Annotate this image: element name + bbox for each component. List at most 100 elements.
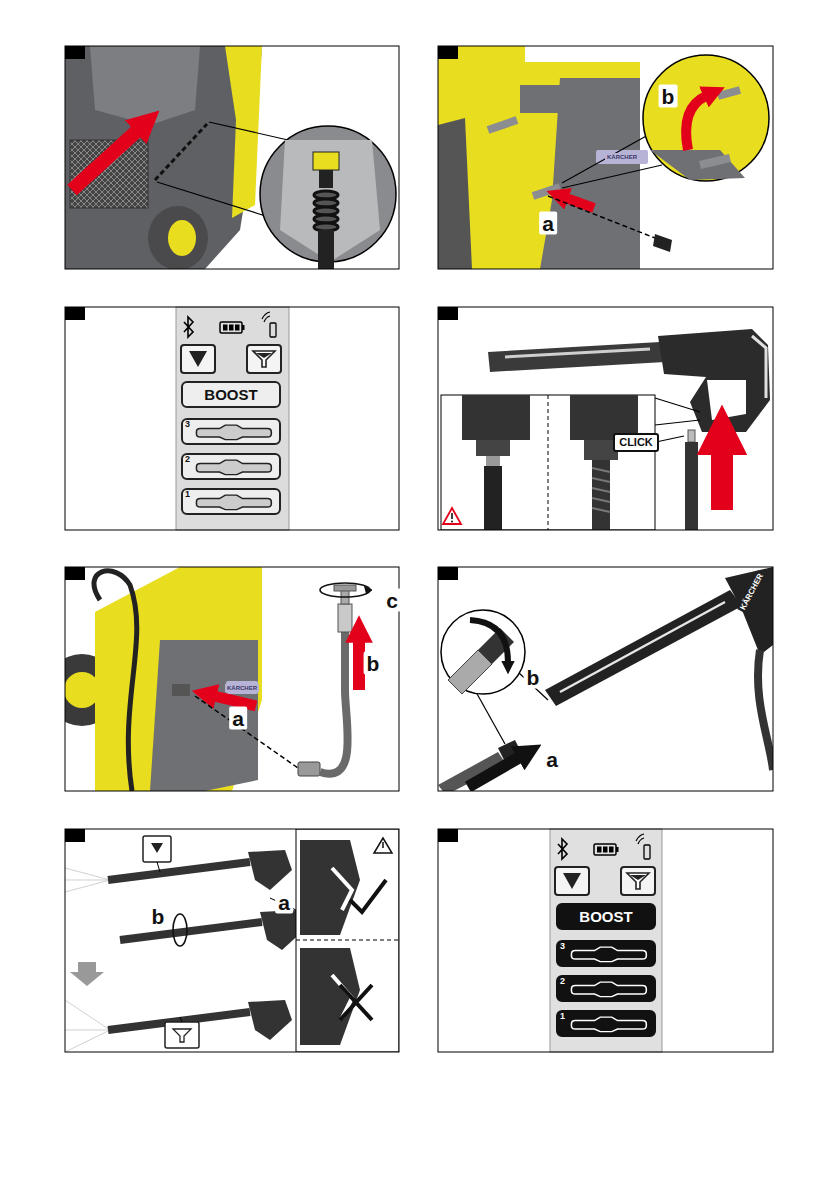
gun-click-figure <box>443 508 461 524</box>
spray-lance-figure <box>441 610 525 694</box>
lozenge-shape <box>183 490 279 513</box>
accessory-holder-figure <box>643 55 769 181</box>
lozenge-shape <box>183 455 279 478</box>
spray-lance-figure <box>470 620 508 662</box>
water-supply-figure <box>338 604 352 632</box>
water-supply-figure <box>320 583 370 597</box>
button-label: BOOST <box>579 909 632 924</box>
click-callout: CLICK <box>613 433 659 452</box>
spray-setting-figure <box>173 1029 191 1042</box>
hose-holder-figure <box>65 46 396 269</box>
panel-frame <box>65 307 399 530</box>
accessory-holder-figure <box>533 187 560 196</box>
spray-setting-figure <box>65 1030 110 1052</box>
panel-frame <box>438 307 773 530</box>
accessory-holder-figure <box>718 90 740 96</box>
spray-setting-figure <box>65 1000 110 1030</box>
display-panel <box>189 351 207 367</box>
display-panel <box>262 312 270 322</box>
hose-holder-figure <box>157 182 272 218</box>
spray-setting-figure <box>173 914 187 946</box>
water-supply-figure <box>65 567 372 791</box>
hose-holder-figure <box>90 46 200 125</box>
hose-holder-figure <box>155 124 207 180</box>
gun-click-figure <box>451 521 453 523</box>
level-button: 1 <box>556 1010 656 1037</box>
step-letter: a <box>229 707 247 730</box>
accessory-holder-figure <box>438 46 769 269</box>
lozenge-shape <box>571 1017 646 1031</box>
level-number: 1 <box>560 1012 565 1021</box>
hose-holder-figure <box>314 191 338 231</box>
spray-setting-figure <box>248 1000 292 1040</box>
accessory-holder-figure <box>438 118 472 269</box>
accessory-holder-figure <box>566 198 594 208</box>
hose-holder-figure <box>65 46 262 269</box>
hose-holder-figure <box>318 230 334 269</box>
spray-setting-figure <box>65 880 110 892</box>
water-supply-figure <box>334 585 356 591</box>
accessory-holder-figure <box>520 85 560 113</box>
gun-click-figure <box>441 395 655 530</box>
panel-tab <box>65 46 85 59</box>
spray-setting-figure <box>120 922 262 940</box>
gun-click-figure <box>752 336 766 398</box>
spray-lance-figure <box>476 692 505 744</box>
accessory-holder-figure <box>562 165 662 188</box>
panel-tab <box>65 567 85 580</box>
display-panel <box>184 317 193 337</box>
lozenge-shape <box>558 1012 654 1035</box>
gun-click-figure <box>505 349 650 357</box>
gun-click-figure <box>592 508 610 512</box>
accessory-holder-figure <box>562 135 648 183</box>
spray-setting-figure <box>143 836 171 862</box>
spray-setting-figure <box>151 843 163 853</box>
accessory-holder-figure <box>596 150 648 164</box>
accessory-holder-figure <box>686 96 706 150</box>
accessory-holder-figure <box>700 158 730 165</box>
spray-setting-figure <box>296 829 399 1052</box>
gun-click-figure <box>486 456 500 466</box>
water-supply-figure <box>172 684 190 696</box>
level-button: 2 <box>556 975 656 1002</box>
water-supply-figure <box>150 640 258 791</box>
gun-click-figure <box>484 466 502 530</box>
step-letter: a <box>543 748 561 771</box>
spray-setting-figure <box>296 940 399 941</box>
spray-lance-figure <box>758 650 773 770</box>
gun-click-figure <box>592 478 610 482</box>
brand-logo: KÄRCHER <box>225 684 259 692</box>
lozenge-shape <box>196 460 271 474</box>
panel-tab <box>65 307 85 320</box>
level-button: 2 <box>181 453 281 480</box>
gun-click-figure <box>488 342 665 372</box>
display-panel <box>229 325 234 331</box>
panel-tab <box>438 829 458 842</box>
display-panel <box>181 345 215 373</box>
step-letter: b <box>524 666 543 689</box>
spray-setting-figure <box>65 868 110 1052</box>
step-letter: c <box>383 589 401 612</box>
spray-lance-figure <box>545 590 742 706</box>
spray-lance-figure <box>560 602 725 692</box>
panel-frame <box>438 46 773 269</box>
level-number: 3 <box>185 420 190 429</box>
level-number: 2 <box>560 977 565 986</box>
lozenge-shape <box>558 977 654 1000</box>
gun-click-figure <box>685 442 698 530</box>
level-number: 1 <box>185 490 190 499</box>
gun-click-figure <box>548 395 549 530</box>
accessory-holder-figure <box>438 46 640 269</box>
level-button: 3 <box>181 418 281 445</box>
spray-lance-figure <box>468 757 520 787</box>
display-panel <box>253 351 275 367</box>
display-panel <box>176 307 289 530</box>
panel-tab <box>438 307 458 320</box>
water-supply-figure <box>65 672 100 708</box>
gun-click-figure <box>592 468 610 472</box>
hose-holder-figure <box>319 170 333 188</box>
spray-setting-figure <box>65 880 110 881</box>
panel-tab <box>438 46 458 59</box>
spray-setting-figure <box>350 880 386 912</box>
panel-frame <box>65 46 773 1052</box>
